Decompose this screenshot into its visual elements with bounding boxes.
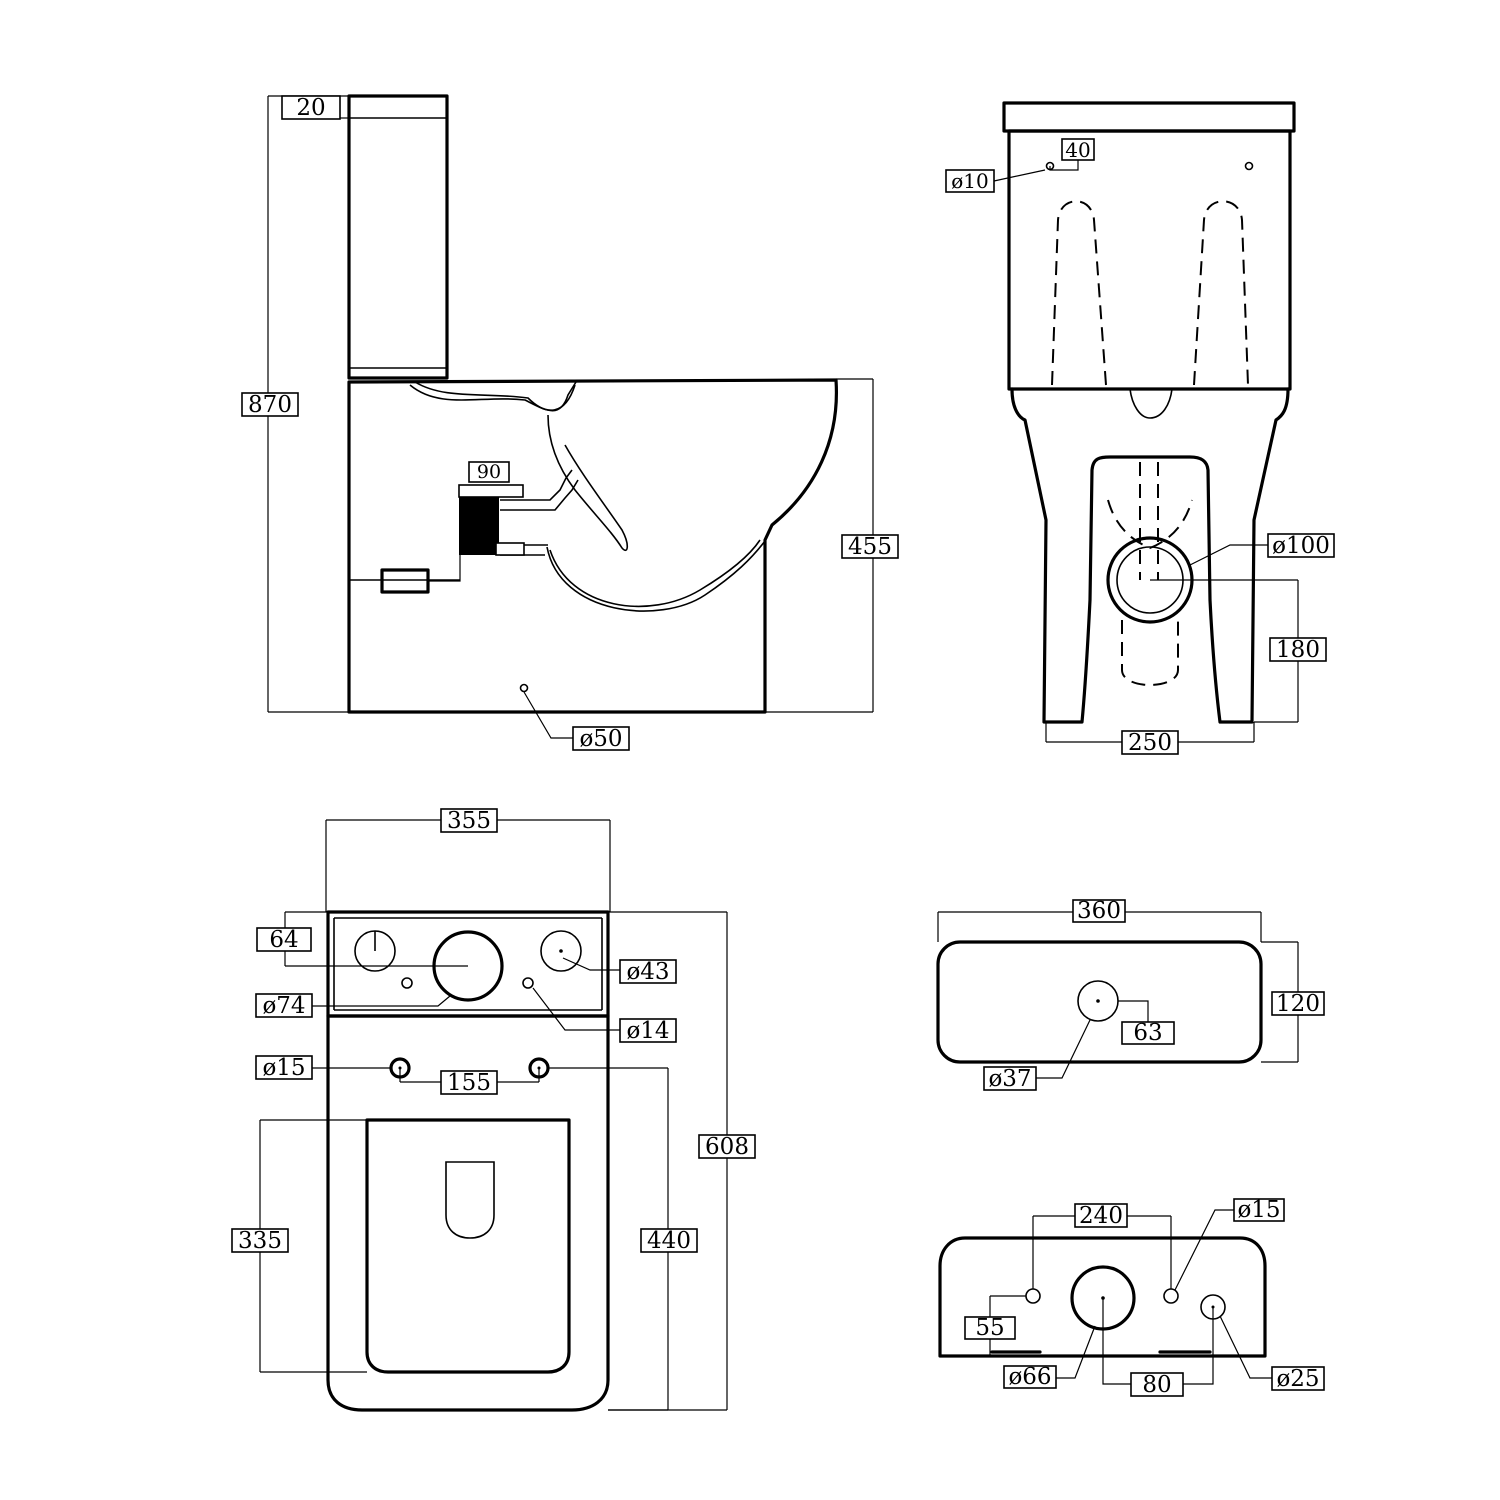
label-rear-hole-dia: ø10 (951, 169, 989, 193)
side-bowl (347, 378, 839, 714)
base-hole-left (1025, 1288, 1041, 1304)
lid-outline (936, 940, 1263, 1064)
tank-base-view (938, 1209, 1272, 1385)
top-bowl (326, 1014, 610, 1412)
tank-base-outline (938, 1236, 1267, 1358)
label-base-side-hole: ø25 (1276, 1366, 1319, 1392)
top-button-right (540, 930, 582, 972)
label-base-center-hole: ø66 (1008, 1364, 1051, 1390)
label-rear-outlet-dia: ø100 (1272, 533, 1330, 559)
base-hole-right (1163, 1288, 1179, 1304)
label-side-outlet-dia: ø50 (579, 726, 622, 752)
label-top-total-depth: 608 (705, 1134, 749, 1160)
label-top-bowl-length: 440 (647, 1228, 691, 1254)
rear-tank (1007, 129, 1292, 391)
side-valve-rect (380, 568, 430, 594)
label-top-tank-depth: 64 (269, 927, 298, 953)
label-top-fix-hole: ø15 (262, 1055, 305, 1081)
top-view (259, 819, 728, 1412)
label-side-tank-gap: 20 (296, 95, 325, 121)
label-top-large-hole: ø74 (262, 993, 305, 1019)
label-lid-hole-dia: ø37 (988, 1066, 1031, 1092)
inlet-connector-hatch (459, 497, 499, 555)
side-tank (347, 94, 449, 380)
label-side-total-height: 870 (248, 392, 292, 418)
label-rear-outlet-height: 180 (1276, 637, 1320, 663)
dimension-labels: 20 870 455 90 ø50 40 ø10 ø100 180 250 35… (231, 95, 1335, 1398)
label-base-offset: 55 (975, 1315, 1004, 1341)
rear-view (993, 101, 1299, 743)
lid-view (936, 911, 1299, 1079)
rear-tank-lid (1002, 101, 1296, 133)
rear-pedestal (1010, 387, 1290, 724)
label-rear-base-width: 250 (1128, 730, 1172, 756)
label-lid-depth: 120 (1276, 991, 1320, 1017)
label-top-button-hole: ø43 (626, 959, 669, 985)
top-seat (365, 1118, 571, 1374)
label-top-seat-length: 335 (238, 1228, 282, 1254)
label-rear-hole-offset: 40 (1065, 138, 1090, 162)
label-base-hole-spacing: 240 (1079, 1203, 1123, 1229)
label-top-width: 355 (447, 808, 491, 834)
label-base-small-hole: ø15 (1237, 1197, 1280, 1223)
side-view (267, 94, 874, 739)
label-lid-width: 360 (1077, 898, 1121, 924)
label-top-small-hole: ø14 (626, 1018, 669, 1044)
label-top-fix-spacing: 155 (447, 1070, 491, 1096)
label-base-center-offset: 80 (1142, 1372, 1171, 1398)
label-lid-hole-offset: 63 (1133, 1020, 1162, 1046)
label-side-inlet: 90 (477, 461, 501, 483)
label-side-bowl-height: 455 (848, 534, 892, 560)
